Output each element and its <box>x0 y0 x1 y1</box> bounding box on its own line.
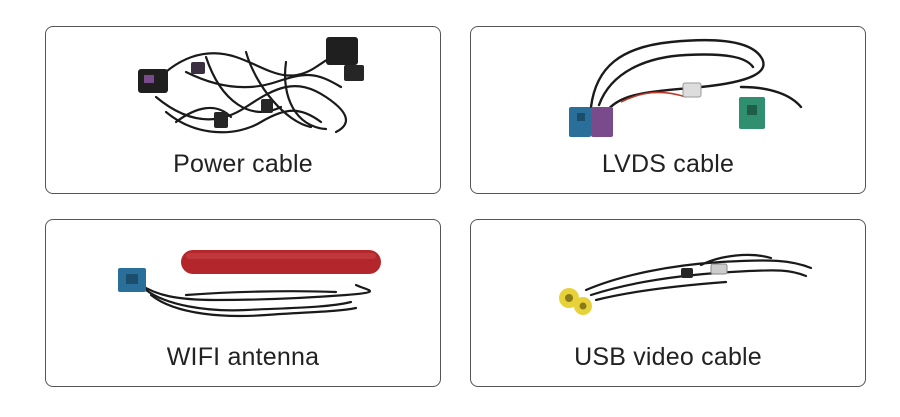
product-label: WIFI antenna <box>166 343 320 371</box>
usb-video-cable-image <box>559 253 813 315</box>
product-label: Power cable <box>173 150 313 178</box>
product-label: USB video cable <box>574 343 762 371</box>
product-card-usb-video-cable[interactable]: USB video cable <box>470 219 866 387</box>
product-card-wifi-antenna[interactable]: WIFI antenna <box>45 219 441 387</box>
power-cable-image <box>138 37 364 134</box>
lvds-cable-image <box>569 39 803 137</box>
product-card-power-cable[interactable]: Power cable <box>45 26 441 194</box>
product-label: LVDS cable <box>601 150 735 178</box>
product-card-lvds-cable[interactable]: LVDS cable <box>470 26 866 194</box>
wifi-antenna-image <box>118 250 381 318</box>
